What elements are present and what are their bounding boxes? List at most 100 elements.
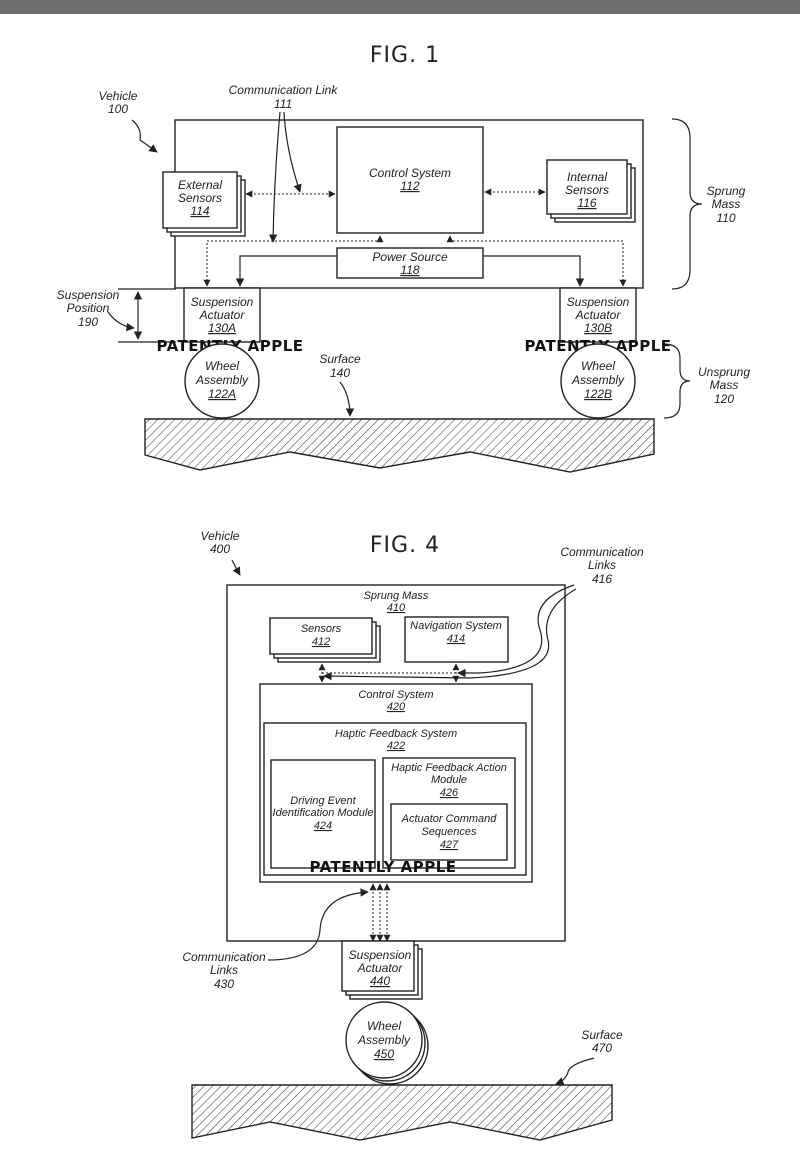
fig1-actuator-a-num: 130A: [208, 321, 236, 335]
fig1-external-sensors-label2: Sensors: [178, 191, 222, 205]
fig4-navigation-num: 414: [447, 633, 465, 645]
fig1-wheel-b-label2: Assembly: [571, 373, 625, 387]
fig1-susp-pos-leader: [107, 311, 135, 332]
fig1-surface-num: 140: [330, 366, 350, 380]
fig4-sensors-num: 412: [312, 636, 330, 648]
fig4-actuator-box: [341, 940, 415, 992]
fig1-control-to-actuator-b: [446, 235, 627, 287]
fig1-sprung-mass-brace: [671, 118, 703, 290]
fig4-wheel: [345, 1001, 423, 1079]
fig1-control-to-actuator-a: [203, 235, 384, 287]
fig1-internal-sensors-box: [546, 159, 628, 215]
top-bar: [0, 0, 800, 14]
fig4-actuator-num: 440: [370, 974, 390, 988]
fig1-actuator-b-box: [559, 287, 637, 343]
fig1-actuator-b-label1: Suspension: [567, 295, 630, 309]
fig1-power-source-num: 118: [400, 263, 419, 277]
fig1-surface: [144, 418, 655, 473]
fig4-navigation-label: Navigation System: [410, 620, 502, 632]
fig4-watermark: PATENTLY APPLE: [309, 858, 456, 876]
fig1-comm-leader-1: [283, 111, 302, 193]
fig4-actuator-label1: Suspension: [349, 948, 412, 962]
fig1-external-sensors-num: 114: [190, 204, 209, 218]
fig1-sprung-mass-label2: Mass: [712, 197, 741, 211]
fig1-vehicle-label: Vehicle: [99, 89, 138, 103]
fig1-wheel-a-label2: Assembly: [195, 373, 249, 387]
fig4-navigation-box: [404, 616, 509, 663]
fig1-unsprung-mass-label2: Mass: [710, 378, 739, 392]
fig4-surface-num: 470: [592, 1041, 612, 1055]
fig1-sprung-mass-label1: Sprung: [707, 184, 746, 198]
fig4-comm-top-leader-1: [457, 584, 575, 678]
fig1-susp-pos-label2: Position: [67, 301, 110, 315]
fig4-surface-label: Surface: [581, 1028, 623, 1042]
fig1-actuator-b-num: 130B: [584, 321, 612, 335]
fig4-actuator-cmd-label1: Actuator Command: [401, 813, 498, 825]
fig1-comm-link-num: 111: [274, 97, 292, 111]
fig1-wheel-b-num: 122B: [584, 387, 612, 401]
fig1-unsprung-mass-brace: [663, 343, 691, 419]
fig1-actuator-a-box: [183, 287, 261, 343]
fig4-comm-bottom-label2: Links: [210, 963, 238, 977]
fig4-actuator-label2: Actuator: [357, 961, 404, 975]
fig4-comm-bottom-label1: Communication: [182, 950, 266, 964]
fig1-actuator-a-label2: Actuator: [199, 308, 246, 322]
fig4-actuator-cmd-num: 427: [440, 839, 459, 851]
fig4-comm-top-leader-2: [323, 588, 577, 681]
fig4-comm-bottom-leader: [267, 888, 369, 961]
fig4-vehicle-leader: [231, 559, 241, 576]
fig4-haptic-action-num: 426: [440, 787, 459, 799]
fig4-comm-top-label1: Communication: [560, 545, 644, 559]
fig4-haptic-system-label: Haptic Feedback System: [335, 728, 457, 740]
fig1-surface-leader: [339, 381, 355, 417]
fig1-susp-pos-num: 190: [78, 315, 98, 329]
fig4-control-system-num: 420: [387, 701, 406, 713]
fig1-unsprung-mass-label1: Unsprung: [698, 365, 750, 379]
fig1-comm-leader-2: [268, 111, 281, 243]
fig4-sensors-label: Sensors: [301, 623, 342, 635]
fig4-comm-bottom-num: 430: [214, 977, 234, 991]
fig1-external-sensors-box: [162, 171, 238, 229]
fig1-wheel-b: [560, 343, 636, 419]
fig1-title: FIG. 1: [370, 43, 440, 68]
fig4-actuator-cmd-box: [390, 803, 508, 861]
fig4-surface-leader: [555, 1057, 595, 1086]
fig4-wheel-num: 450: [374, 1047, 394, 1061]
fig1-wheel-a-label1: Wheel: [205, 359, 239, 373]
fig1-actuator-a-label1: Suspension: [191, 295, 254, 309]
fig4-haptic-action-label2: Module: [431, 774, 467, 786]
fig1: FIG. 1 Vehicle 100 Communication Link 11…: [57, 43, 750, 473]
fig4-sprung-mass-num: 410: [387, 602, 406, 614]
fig4-comm-top-num: 416: [592, 572, 612, 586]
fig1-control-system-num: 112: [400, 179, 419, 193]
fig4-title: FIG. 4: [370, 533, 440, 558]
fig1-internal-sensors-label1: Internal: [567, 170, 607, 184]
fig4-surface: [191, 1084, 613, 1141]
fig1-control-system-label: Control System: [369, 166, 451, 180]
fig4-vehicle-num: 400: [210, 542, 230, 556]
fig1-unsprung-mass-num: 120: [714, 392, 734, 406]
fig4-sprung-mass-label: Sprung Mass: [364, 590, 429, 602]
fig4-driving-event-num: 424: [314, 820, 332, 832]
fig1-power-source-label: Power Source: [372, 250, 448, 264]
fig1-sprung-mass-num: 110: [716, 211, 735, 225]
fig1-internal-sensors-label2: Sensors: [565, 183, 609, 197]
fig4-driving-event-label2: Identification Module: [273, 807, 374, 819]
fig1-wheel-a-num: 122A: [208, 387, 236, 401]
fig1-control-system-box: [336, 126, 484, 234]
fig1-comm-link-label: Communication Link: [229, 83, 339, 97]
fig4-wheel-label1: Wheel: [367, 1019, 401, 1033]
fig1-wheel-b-label1: Wheel: [581, 359, 615, 373]
fig1-vehicle-leader: [131, 119, 158, 153]
fig4-driving-event-box: [270, 759, 376, 869]
fig4: FIG. 4 Vehicle 400 Communication Links 4…: [182, 529, 644, 1141]
fig4-control-system-label: Control System: [358, 689, 433, 701]
fig1-actuator-b-label2: Actuator: [575, 308, 622, 322]
fig4-sensors-box: [269, 617, 373, 655]
fig4-vehicle-label: Vehicle: [201, 529, 240, 543]
fig4-comm-top-label2: Links: [588, 558, 616, 572]
fig1-external-sensors-label1: External: [178, 178, 222, 192]
fig4-haptic-system-num: 422: [387, 740, 405, 752]
fig4-driving-event-label1: Driving Event: [290, 795, 356, 807]
